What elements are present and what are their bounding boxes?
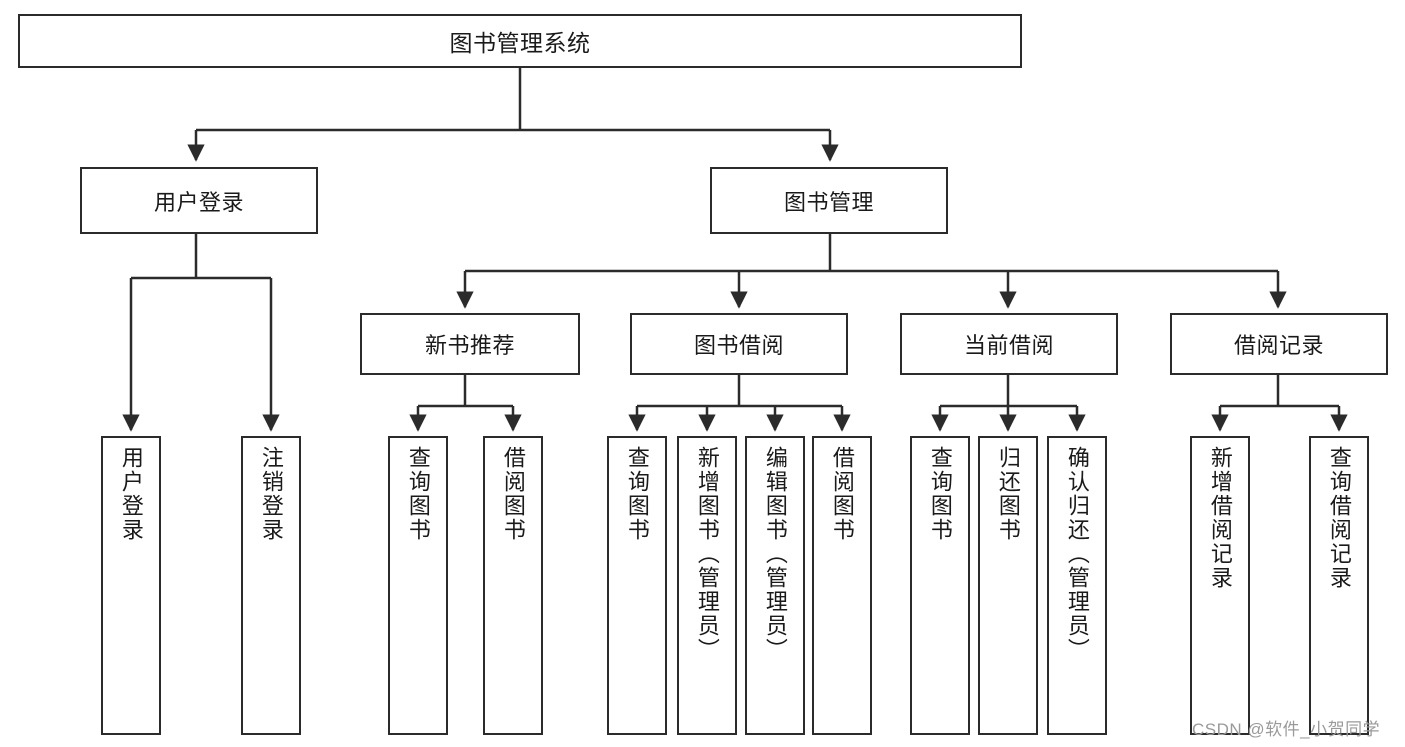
node-book-borrow[interactable]: 图书借阅 — [630, 313, 848, 375]
node-label: 查询图书 — [405, 446, 431, 542]
node-label: 查询图书 — [624, 446, 650, 542]
node-label: 借阅记录 — [1233, 333, 1324, 358]
node-leaf-borrow-book-recommend[interactable]: 借阅图书 — [483, 436, 543, 735]
node-leaf-query-book-recommend[interactable]: 查询图书 — [388, 436, 448, 735]
node-label: 用户登录 — [153, 189, 244, 215]
node-leaf-user-logout[interactable]: 注销登录 — [241, 436, 301, 735]
node-label: 查询借阅记录 — [1326, 446, 1352, 590]
node-label: 查询图书 — [927, 446, 953, 542]
node-leaf-confirm-return[interactable]: 确认归还（管理员） — [1047, 436, 1107, 735]
node-label: 图书借阅 — [693, 333, 784, 358]
node-label: 借阅图书 — [829, 446, 855, 542]
node-label: 当前借阅 — [963, 333, 1054, 358]
node-label: 借阅图书 — [500, 446, 526, 542]
node-label: 编辑图书（管理员） — [762, 446, 788, 662]
node-label: 确认归还（管理员） — [1064, 446, 1090, 662]
node-label: 图书管理系统 — [449, 30, 591, 56]
node-user-login[interactable]: 用户登录 — [80, 167, 318, 234]
node-label: 归还图书 — [995, 446, 1021, 542]
node-leaf-add-borrow-record[interactable]: 新增借阅记录 — [1190, 436, 1250, 735]
node-root-book-management-system[interactable]: 图书管理系统 — [18, 14, 1022, 68]
node-label: 新增图书（管理员） — [694, 446, 720, 662]
csdn-watermark: CSDN @软件_小贺同学 — [1192, 720, 1381, 739]
node-label: 图书管理 — [783, 189, 874, 215]
node-leaf-edit-book[interactable]: 编辑图书（管理员） — [745, 436, 805, 735]
node-leaf-return-book[interactable]: 归还图书 — [978, 436, 1038, 735]
node-label: 新书推荐 — [424, 333, 515, 358]
node-leaf-add-book[interactable]: 新增图书（管理员） — [677, 436, 737, 735]
node-book-management[interactable]: 图书管理 — [710, 167, 948, 234]
node-leaf-user-login[interactable]: 用户登录 — [101, 436, 161, 735]
node-new-book-recommend[interactable]: 新书推荐 — [360, 313, 580, 375]
node-label: 用户登录 — [118, 446, 144, 542]
node-leaf-query-borrow-record[interactable]: 查询借阅记录 — [1309, 436, 1369, 735]
node-leaf-borrow-book[interactable]: 借阅图书 — [812, 436, 872, 735]
node-leaf-query-book-current[interactable]: 查询图书 — [910, 436, 970, 735]
node-borrow-record[interactable]: 借阅记录 — [1170, 313, 1388, 375]
node-label: 注销登录 — [258, 446, 284, 542]
node-leaf-query-book-borrow[interactable]: 查询图书 — [607, 436, 667, 735]
node-label: 新增借阅记录 — [1207, 446, 1233, 590]
node-current-borrow[interactable]: 当前借阅 — [900, 313, 1118, 375]
